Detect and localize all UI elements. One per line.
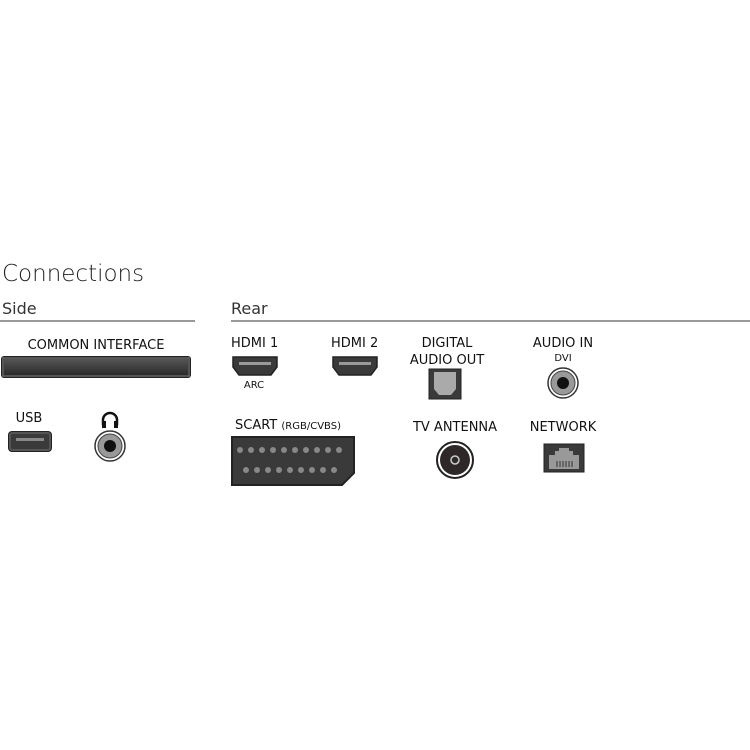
scart-label: SCART (RGB/CVBS) [235,418,341,433]
page-title: Connections [2,261,145,287]
hdmi1-port-icon [231,355,279,381]
optical-port-icon [428,368,462,404]
side-divider [0,320,195,322]
digital-audio-out-label-line1: DIGITAL [421,336,473,351]
scart-label-main: SCART [235,418,278,433]
usb-port-icon [9,432,51,451]
rear-divider [231,320,750,322]
usb-label: USB [15,411,43,426]
side-heading: Side [2,299,37,318]
rear-heading: Rear [231,299,268,318]
digital-audio-out-label-line2: AUDIO OUT [409,353,485,368]
hdmi1-label: HDMI 1 [231,336,279,351]
dvi-label: DVI [554,353,572,364]
tv-antenna-label: TV ANTENNA [412,420,498,435]
headphone-icon [100,411,120,433]
tv-antenna-port-icon [436,441,474,483]
hdmi2-port-icon [331,355,379,381]
audio-in-label: AUDIO IN [532,336,594,351]
arc-label: ARC [243,380,265,391]
common-interface-slot-icon [2,357,190,377]
audio-in-jack-icon [547,367,579,403]
scart-label-sub: (RGB/CVBS) [281,421,341,432]
headphone-jack-icon [94,430,126,466]
scart-port-icon [230,435,356,491]
hdmi2-label: HDMI 2 [331,336,379,351]
network-port-icon [543,443,585,477]
network-label: NETWORK [529,420,597,435]
common-interface-label: COMMON INTERFACE [27,338,165,353]
